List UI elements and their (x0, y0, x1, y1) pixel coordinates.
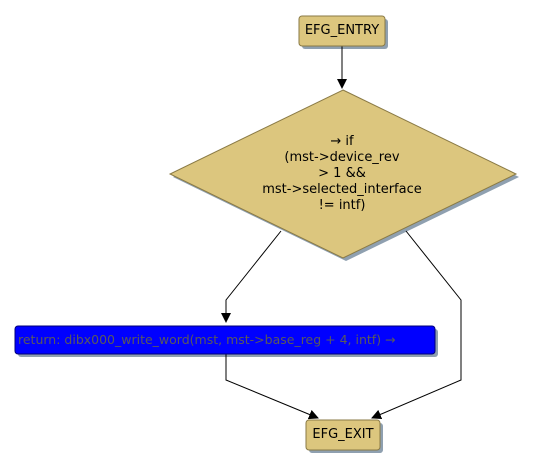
edge-condition-to-exit (371, 230, 462, 420)
statement-node-label: return: dibx000_write_word(mst, mst->bas… (18, 332, 396, 347)
condition-line-5: != intf) (318, 198, 366, 213)
condition-line-2: (mst->device_rev (284, 150, 400, 165)
edge-statement-to-exit (225, 354, 319, 420)
exit-node[interactable] (305, 419, 381, 451)
statement-node[interactable] (14, 325, 436, 355)
condition-line-1: → if (330, 134, 354, 149)
condition-line-3: > 1 && (318, 166, 366, 181)
condition-node[interactable] (168, 89, 518, 259)
exit-node-label: EFG_EXIT (312, 427, 374, 442)
entry-node-label: EFG_ENTRY (304, 23, 380, 38)
condition-node-label: → if (mst->device_rev > 1 && mst->select… (232, 134, 452, 214)
condition-line-4: mst->selected_interface (262, 182, 422, 197)
entry-node[interactable] (298, 15, 386, 47)
edge-condition-to-statement (221, 230, 282, 323)
